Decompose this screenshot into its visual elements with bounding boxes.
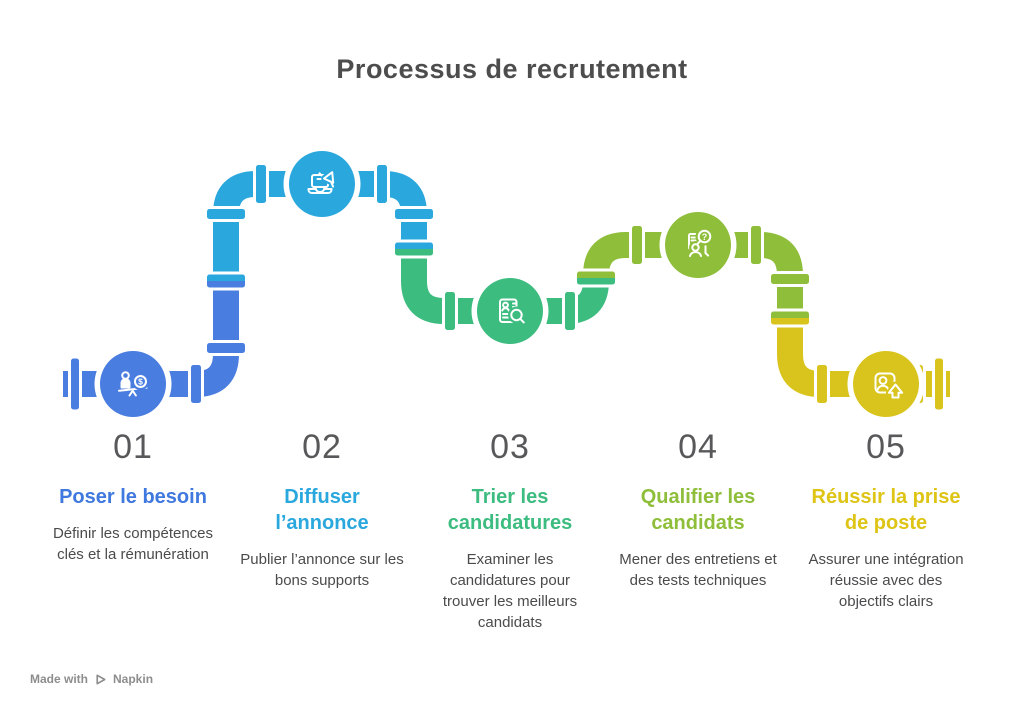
step-1-number: 01 [113, 428, 153, 466]
step-5-description: Assurer une intégration réussie avec des… [808, 551, 964, 610]
step-5-title: Réussir la prise de poste [811, 486, 961, 534]
step-4-number: 04 [678, 428, 718, 466]
watermark-made-with: Made with [30, 672, 89, 686]
step-4-description: Mener des entretiens et des tests techni… [619, 551, 777, 589]
laptop-megaphone-icon [307, 168, 337, 195]
pipe-couplings [68, 162, 946, 413]
step-1-column: 01 Poser le besoin Définir les compétenc… [38, 428, 228, 565]
svg-text:$: $ [138, 377, 143, 387]
recruitment-pipeline-diagram: $ [63, 145, 950, 423]
step-5-column: 05 Réussir la prise de poste Assurer une… [791, 428, 981, 612]
napkin-logo-icon [96, 673, 106, 685]
interview-question-icon: ? [686, 227, 714, 260]
step-3-title: Trier les candidatures [447, 486, 573, 534]
step-2-description: Publier l’annonce sur les bons supports [240, 551, 404, 589]
step-3-description: Examiner les candidatures pour trouver l… [442, 551, 578, 631]
person-coin-balance-icon: $ [118, 371, 150, 397]
watermark-brand: Napkin [113, 672, 154, 686]
step-2-number: 02 [302, 428, 342, 466]
page-title: Processus de recrutement [336, 54, 688, 84]
step-node-2 [283, 145, 361, 223]
watermark: Made with Napkin [30, 672, 153, 686]
step-node-5 [847, 345, 925, 423]
step-2-column: 02 Diffuser l’annonce Publier l’annonce … [227, 428, 417, 591]
step-1-description: Définir les compétences clés et la rémun… [52, 525, 214, 563]
step-node-3 [471, 272, 549, 350]
step-node-1: $ [94, 345, 172, 423]
step-4-title: Qualifier les candidats [640, 486, 756, 534]
step-node-4: ? [659, 206, 737, 284]
svg-text:?: ? [702, 232, 708, 242]
step-3-number: 03 [490, 428, 530, 466]
step-5-number: 05 [866, 428, 906, 466]
step-4-column: 04 Qualifier les candidats Mener des ent… [603, 428, 793, 591]
step-3-column: 03 Trier les candidatures Examiner les c… [415, 428, 605, 633]
step-1-title: Poser le besoin [59, 486, 207, 508]
step-2-title: Diffuser l’annonce [275, 486, 369, 534]
badge-up-arrow-icon [874, 372, 906, 401]
cv-magnifier-icon [499, 298, 528, 326]
